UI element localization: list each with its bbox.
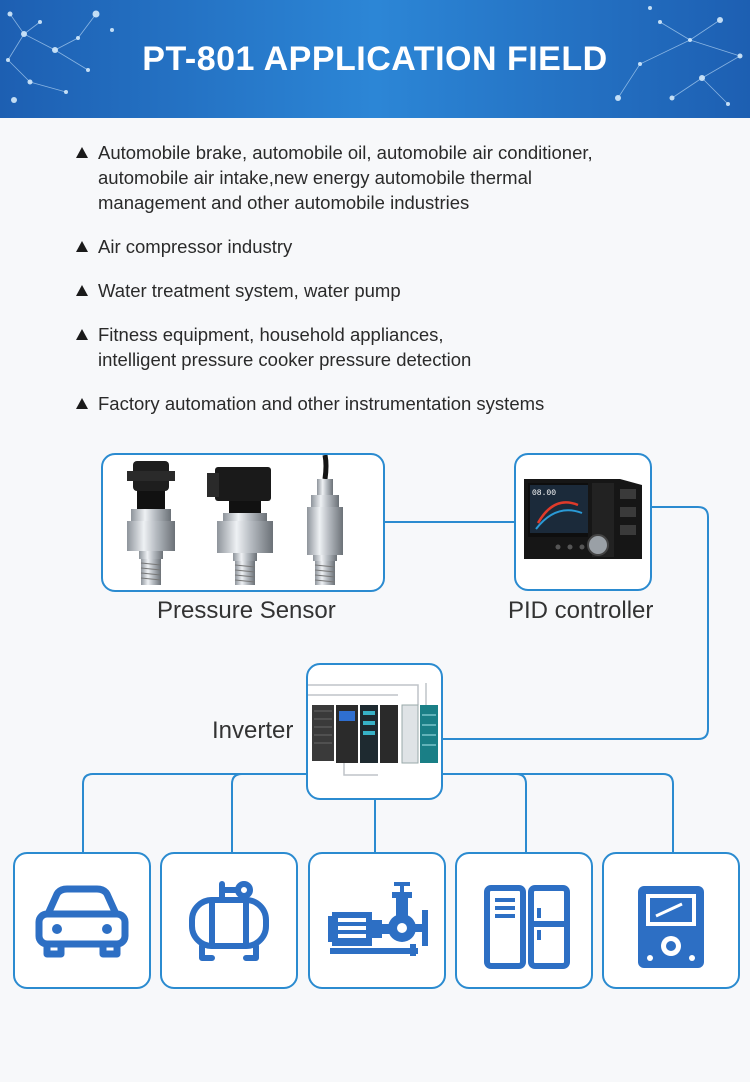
list-item: Fitness equipment, household appliances,…: [76, 322, 676, 372]
triangle-bullet-icon: [76, 241, 88, 252]
header-banner: PT-801 APPLICATION FIELD: [0, 0, 750, 118]
pressure-sensor-label: Pressure Sensor: [157, 597, 336, 624]
list-item: Automobile brake, automobile oil, automo…: [76, 140, 676, 215]
list-item-text: automobile air intake,new energy automob…: [98, 167, 532, 188]
household-appliance-box: [455, 852, 593, 989]
instrument-meter-icon: [638, 886, 704, 968]
inverter-label: Inverter: [212, 717, 294, 744]
water-pump-box: [308, 852, 446, 989]
list-item-text: Automobile brake, automobile oil, automo…: [98, 142, 593, 163]
list-item-text: Air compressor industry: [98, 236, 293, 257]
pid-controller-image: 08.00: [524, 479, 642, 559]
list-item-text: management and other automobile industri…: [98, 192, 470, 213]
list-item: Air compressor industry: [76, 234, 676, 259]
list-item: Factory automation and other instrumenta…: [76, 391, 676, 416]
household-appliance-icon: [484, 885, 570, 969]
sensor-1-image: [127, 461, 175, 585]
pid-controller-box: 08.00: [514, 453, 652, 591]
triangle-bullet-icon: [76, 147, 88, 158]
sensor-3-image: [307, 455, 343, 585]
pid-controller-label: PID controller: [508, 597, 654, 624]
list-item-text: intelligent pressure cooker pressure det…: [98, 349, 472, 370]
air-compressor-box: [160, 852, 298, 989]
list-item-text: Factory automation and other instrumenta…: [98, 393, 545, 414]
triangle-bullet-icon: [76, 329, 88, 340]
application-list: Automobile brake, automobile oil, automo…: [76, 140, 676, 435]
list-item: Water treatment system, water pump: [76, 278, 676, 303]
instrument-meter-box: [602, 852, 740, 989]
network-dots-decoration: [6, 6, 743, 106]
pid-display-readout: 08.00: [532, 489, 556, 498]
water-pump-icon: [328, 882, 428, 956]
list-item-text: Fitness equipment, household appliances,: [98, 324, 444, 345]
pressure-sensor-images: [127, 455, 343, 585]
car-icon: [35, 885, 129, 958]
inverter-box: [306, 663, 443, 800]
pressure-sensor-box: [101, 453, 385, 592]
sensor-2-image: [207, 467, 273, 585]
triangle-bullet-icon: [76, 398, 88, 409]
air-compressor-icon: [189, 881, 269, 961]
list-item-text: Water treatment system, water pump: [98, 280, 401, 301]
page-title: PT-801 APPLICATION FIELD: [142, 40, 608, 78]
triangle-bullet-icon: [76, 285, 88, 296]
inverter-cabinets-image: [308, 683, 438, 776]
car-box: [13, 852, 151, 989]
